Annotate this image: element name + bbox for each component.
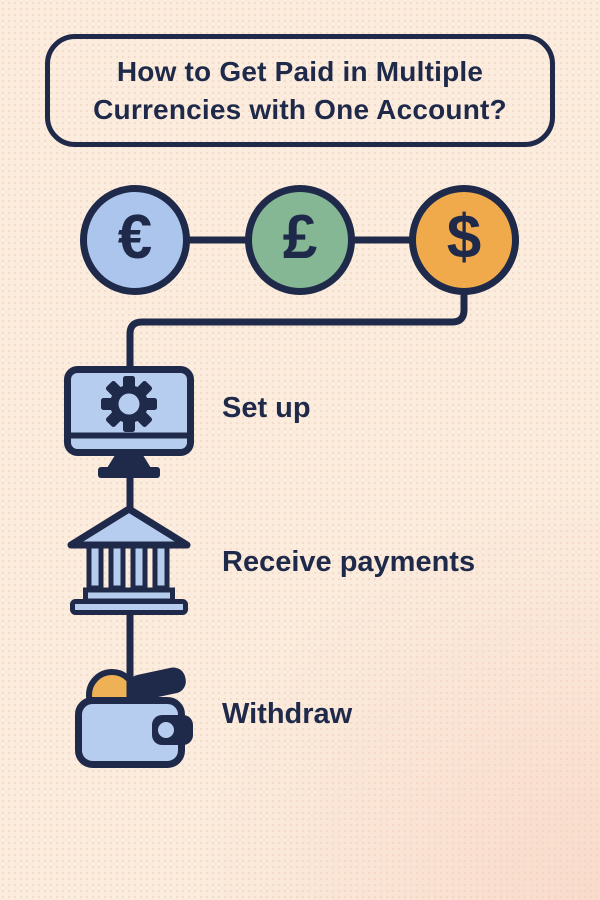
euro-currency-badge: € bbox=[80, 185, 190, 295]
euro-icon: € bbox=[117, 203, 153, 272]
bank-step-lower bbox=[70, 599, 188, 615]
pound-icon: £ bbox=[282, 203, 318, 272]
gear-icon bbox=[101, 376, 157, 432]
step-label-set-up: Set up bbox=[222, 392, 311, 424]
connector-dollar-to-monitor bbox=[126, 292, 468, 367]
monitor-base bbox=[98, 467, 160, 478]
bank-pediment bbox=[67, 505, 191, 549]
step-label-withdraw: Withdraw bbox=[222, 698, 353, 730]
bank-icon bbox=[67, 505, 191, 615]
wallet-coin-icon bbox=[75, 667, 193, 768]
title-line-2: Currencies with One Account? bbox=[93, 93, 507, 125]
wallet-flap bbox=[128, 667, 186, 701]
title-line-1: How to Get Paid in Multiple bbox=[116, 55, 484, 87]
computer-gear-icon bbox=[64, 366, 194, 478]
step-label-receive-payments: Receive payments bbox=[222, 546, 476, 578]
bank-columns bbox=[86, 543, 170, 591]
pound-currency-badge: £ bbox=[245, 185, 355, 295]
monitor-stand bbox=[107, 452, 151, 468]
dollar-currency-badge: $ bbox=[409, 185, 519, 295]
title-banner: How to Get Paid in Multiple Currencies w… bbox=[45, 34, 555, 147]
dollar-icon: $ bbox=[446, 203, 482, 272]
wallet-clasp-button bbox=[158, 722, 174, 738]
